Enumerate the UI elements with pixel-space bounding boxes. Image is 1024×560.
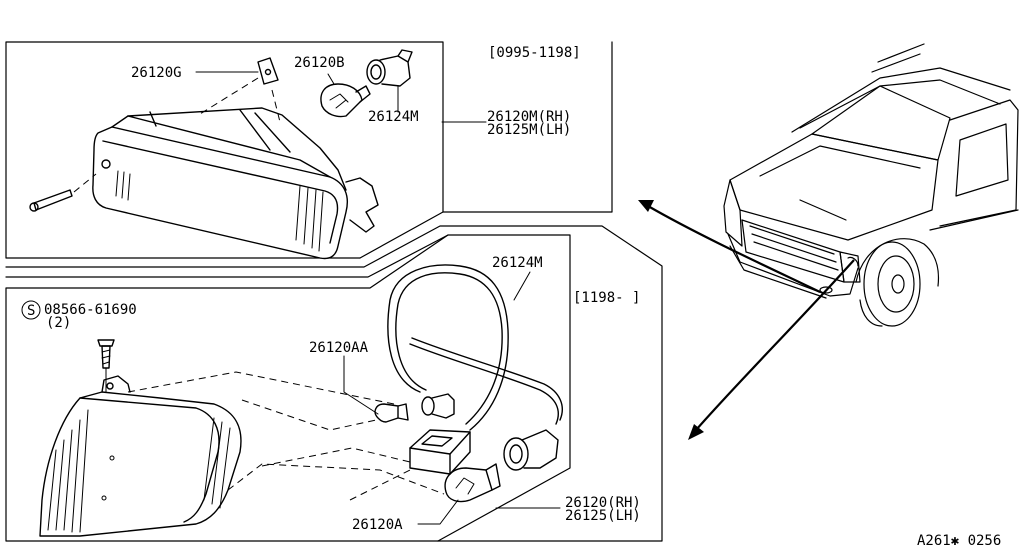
vehicle-illustration <box>723 43 1019 327</box>
screw-symbol: S <box>27 303 35 319</box>
top-section-frame <box>5 41 444 259</box>
label-socket-26124m-early: 26124M <box>368 109 419 125</box>
turn-signal-lamp-late <box>39 375 242 537</box>
label-lamp-lh-late: 26125(LH) <box>565 508 641 524</box>
label-lamp-rh-early: 26120M(RH) <box>487 109 571 125</box>
label-harness-26124m: 26124M <box>492 255 543 271</box>
bulb-26120a <box>444 463 501 503</box>
label-lamp-lh-early: 26125M(LH) <box>487 122 571 138</box>
connector-band <box>5 41 663 542</box>
label-bulb-26120a: 26120A <box>352 517 403 533</box>
bottom-section-leaders <box>21 271 561 525</box>
label-screw-qty: (2) <box>46 315 71 331</box>
connector-block <box>409 429 471 475</box>
label-lamp-rh-late: 26120(RH) <box>565 495 641 511</box>
bottom-section-frame <box>5 234 449 542</box>
socket-26124m-early <box>366 49 413 87</box>
pointer-arrows <box>638 200 855 440</box>
turn-signal-lamp-early <box>29 107 379 260</box>
socket-26124m-late <box>421 393 559 471</box>
bulb-26120b <box>320 83 371 118</box>
clip-26120g <box>257 57 279 85</box>
date-range-late: [1198- ] <box>573 290 640 306</box>
label-clip-26120g: 26120G <box>131 65 182 81</box>
bulb-26120aa <box>374 403 409 423</box>
top-section-leaders <box>73 71 487 193</box>
date-range-early: [0995-1198] <box>488 45 581 61</box>
screw-08566-61690 <box>97 339 115 369</box>
label-bulb-26120aa: 26120AA <box>309 340 369 356</box>
bottom-assembly-lines <box>105 367 445 501</box>
label-screw-08566-61690: 08566-61690 <box>44 302 137 318</box>
label-bulb-26120b: 26120B <box>294 55 345 71</box>
diagram-reference-code: A261✱ 0256 <box>917 533 1001 549</box>
harness-26124m <box>387 264 563 431</box>
